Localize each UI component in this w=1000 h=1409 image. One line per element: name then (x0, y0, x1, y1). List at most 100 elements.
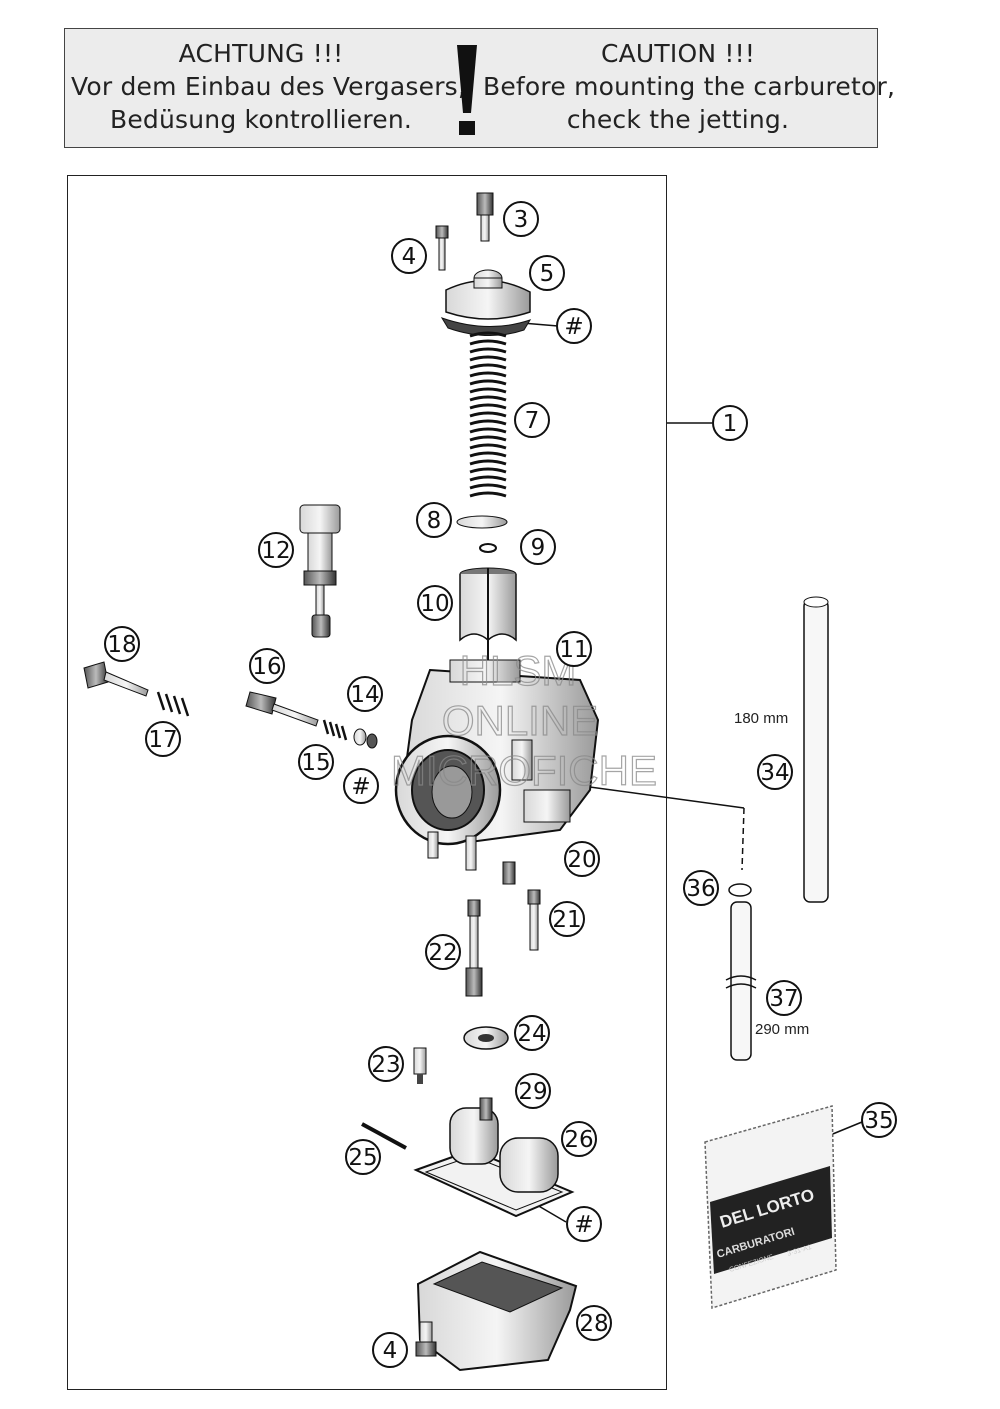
svg-text:36: 36 (686, 876, 715, 902)
callout-22-19: 22 (425, 934, 461, 970)
callout-36-30: 36 (683, 870, 719, 906)
callout-12-10: 12 (258, 532, 294, 568)
callout-37-31: 37 (766, 980, 802, 1016)
watermark: HLSM ONLINE MICROFICHE (390, 646, 657, 794)
part-12-choke-plunger (299, 504, 341, 638)
svg-text:3: 3 (514, 207, 529, 233)
part-26-float (413, 1097, 575, 1218)
svg-text:1: 1 (723, 411, 738, 437)
svg-text:21: 21 (552, 907, 581, 933)
svg-text:5: 5 (540, 261, 555, 287)
svg-text:14: 14 (350, 682, 379, 708)
callout-10-8: 10 (417, 585, 453, 621)
svg-text:16: 16 (252, 654, 281, 680)
caution-banner: ACHTUNG !!! Vor dem Einbau des Vergasers… (64, 28, 896, 148)
part-36-ring (728, 883, 752, 897)
part-17-spring (156, 691, 190, 717)
callout-1-0: 1 (712, 405, 748, 441)
callout-26-23: 26 (561, 1121, 597, 1157)
caution-de-line-3: Bedüsung kontrollieren. (109, 105, 413, 134)
carburetor-assembly-frame (67, 175, 667, 1390)
part-37-hose (725, 901, 757, 1061)
callout-hash-24: # (566, 1206, 602, 1242)
caution-de-line-2: Vor dem Einbau des Vergasers, (71, 72, 467, 101)
svg-text:17: 17 (148, 727, 177, 753)
part-20-jet (502, 861, 516, 885)
callout-35-29: 35 (861, 1102, 897, 1138)
caution-en-line-1: CAUTION !!! (600, 39, 756, 68)
part-4-screw-bottom (415, 1321, 437, 1357)
svg-text:10: 10 (420, 591, 449, 617)
caution-en-line-2: Before mounting the carburetor, (483, 72, 896, 101)
part-34-vent-tube (803, 596, 829, 903)
caution-de-line-1: ACHTUNG !!! (178, 39, 344, 68)
callout-20-17: 20 (564, 841, 600, 877)
callout-8-6: 8 (416, 502, 452, 538)
part-9-clip (479, 543, 497, 553)
svg-text:4: 4 (383, 1338, 398, 1364)
caution-en-line-3: check the jetting. (566, 105, 790, 134)
callout-21-18: 21 (549, 901, 585, 937)
callout-15-12: 15 (298, 744, 334, 780)
svg-text:22: 22 (428, 940, 457, 966)
part-21-needle-jet (527, 889, 541, 951)
callout-28-25: 28 (576, 1305, 612, 1341)
callout-17-14: 17 (145, 721, 181, 757)
callout-14-11: 14 (347, 676, 383, 712)
caution-text-english: CAUTION !!! Before mounting the carburet… (483, 37, 896, 136)
tube-34-length: 180 mm (734, 710, 788, 727)
callout-hash-16: # (343, 768, 379, 804)
part-5-cover (440, 269, 532, 337)
svg-text:#: # (351, 774, 370, 800)
caution-text-german: ACHTUNG !!! Vor dem Einbau des Vergasers… (71, 37, 467, 136)
svg-text:12: 12 (261, 538, 290, 564)
part-22-atomizer (465, 899, 483, 997)
callout-hash-4: # (556, 308, 592, 344)
svg-text:24: 24 (517, 1021, 546, 1047)
exclamation-icon (457, 45, 477, 135)
svg-text:29: 29 (518, 1079, 547, 1105)
hose-37-length: 290 mm (755, 1021, 809, 1038)
svg-text:34: 34 (760, 760, 789, 786)
part-14-washer (353, 728, 367, 746)
carburetor-body (394, 659, 600, 871)
callout-9-7: 9 (520, 529, 556, 565)
watermark-line-3: MICROFICHE (391, 747, 657, 794)
callout-25-22: 25 (345, 1139, 381, 1175)
callout-3-1: 3 (503, 201, 539, 237)
svg-text:26: 26 (564, 1127, 593, 1153)
part-23-float-needle (413, 1047, 427, 1084)
part-28-float-bowl (416, 1250, 578, 1372)
callout-29-26: 29 (515, 1073, 551, 1109)
svg-text:4: 4 (402, 244, 417, 270)
svg-text:28: 28 (579, 1311, 608, 1337)
svg-text:#: # (574, 1212, 593, 1238)
part-3-screw (476, 192, 494, 242)
callout-11-9: 11 (556, 631, 592, 667)
part-4-screw-top (435, 225, 449, 271)
o-ring-small (366, 733, 378, 749)
part-35-jet-kit-package: DEL LORTO CARBURATORI CONFEZIONE 3·31·A1 (704, 1105, 837, 1310)
callout-24-21: 24 (514, 1015, 550, 1051)
svg-text:23: 23 (371, 1052, 400, 1078)
svg-text:9: 9 (531, 535, 546, 561)
callout-18-15: 18 (104, 626, 140, 662)
watermark-line-2: ONLINE (442, 697, 598, 744)
part-24-valve-seat (463, 1026, 509, 1050)
svg-text:18: 18 (107, 632, 136, 658)
svg-text:15: 15 (301, 750, 330, 776)
svg-text:#: # (564, 314, 583, 340)
callout-23-20: 23 (368, 1046, 404, 1082)
svg-text:8: 8 (427, 508, 442, 534)
callout-4-27: 4 (372, 1332, 408, 1368)
callout-4-2: 4 (391, 238, 427, 274)
svg-text:25: 25 (348, 1145, 377, 1171)
part-8-washer (456, 515, 508, 529)
callout-7-5: 7 (514, 402, 550, 438)
callout-5-3: 5 (529, 255, 565, 291)
callout-group: 1345#7891011121415161718#20212223242526#… (104, 201, 897, 1368)
svg-text:35: 35 (864, 1108, 893, 1134)
part-16-mixture-screw (245, 691, 319, 727)
part-10-throttle-slide (459, 567, 517, 660)
